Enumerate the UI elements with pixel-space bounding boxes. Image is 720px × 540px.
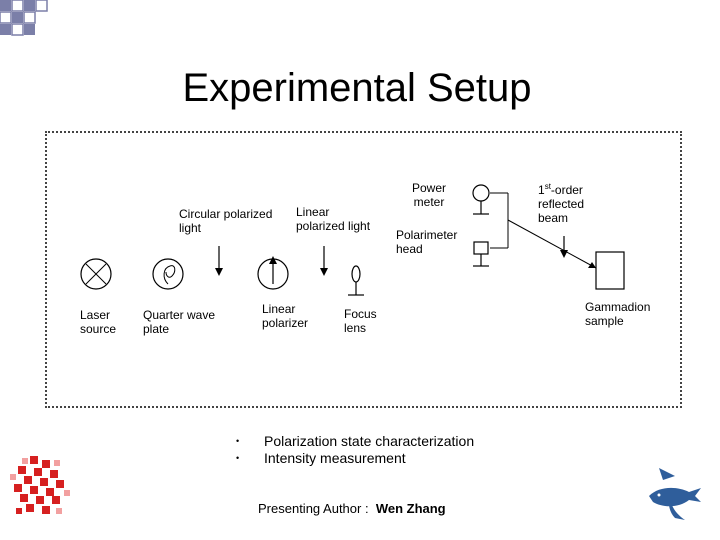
diagram-frame <box>45 131 682 408</box>
quarter-wave-plate-symbol <box>152 258 184 290</box>
pixel-logo-icon <box>10 456 70 514</box>
circular-polarized-arrow <box>215 246 223 276</box>
reflected-beam-arrow <box>560 236 568 258</box>
page-title: Experimental Setup <box>182 66 532 110</box>
gammadion-sample-symbol <box>595 251 625 290</box>
laser-source-symbol <box>80 258 112 290</box>
polarimeter-head-symbol <box>473 241 489 267</box>
linear-polarizer-symbol <box>257 256 289 290</box>
list-item: • Polarization state characterization <box>236 433 475 449</box>
reflected-beam-paths <box>490 192 597 269</box>
focus-lens-symbol <box>348 265 364 296</box>
linear-polarized-arrow <box>320 246 328 276</box>
label-reflected-beam: 1st-order reflected beam <box>538 182 585 225</box>
presenting-author: Presenting Author : Wen Zhang <box>258 501 446 516</box>
list-item: • Intensity measurement <box>236 450 406 466</box>
power-meter-symbol <box>472 184 490 215</box>
dolphin-logo-icon <box>649 468 701 520</box>
bullet-list: • Polarization state characterization • … <box>236 433 474 467</box>
